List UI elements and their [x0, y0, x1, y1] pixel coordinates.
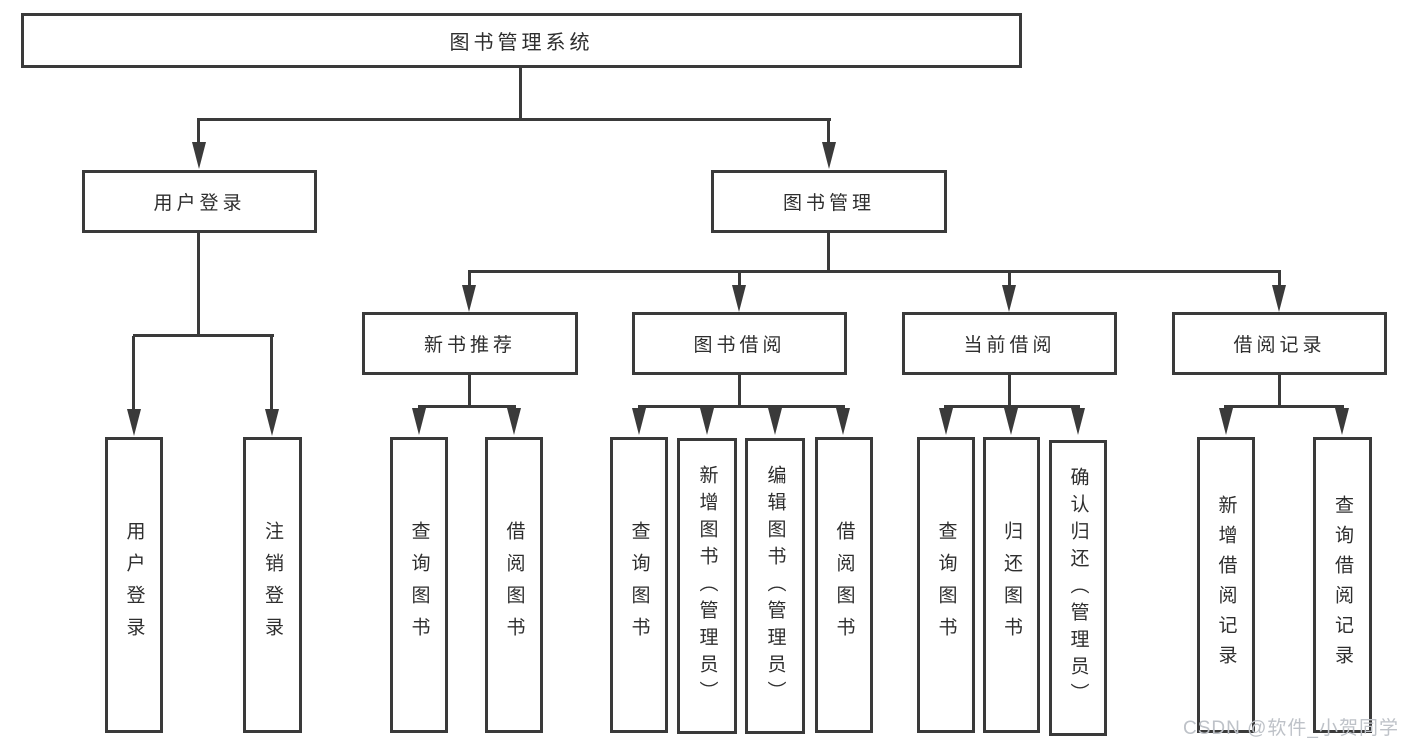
- connector-bb-stem: [738, 375, 741, 408]
- connector-arrow-shaft: [132, 336, 135, 412]
- connector-arrow-shaft: [738, 272, 741, 288]
- arrow-down-icon: [1004, 408, 1018, 435]
- leaf-br-add-record: 新增借阅记录: [1197, 437, 1255, 733]
- connector-arrow-shaft: [468, 272, 471, 288]
- arrow-down-icon: [939, 408, 953, 435]
- arrow-down-icon: [768, 408, 782, 435]
- arrow-down-icon: [265, 409, 279, 436]
- connector-br-stem: [1278, 375, 1281, 408]
- node-label: 查询图书: [408, 521, 430, 649]
- connector-cb-stem: [1008, 375, 1011, 408]
- connector-l1-bar: [197, 118, 831, 121]
- node-book-borrow: 图书借阅: [632, 312, 847, 375]
- node-user-login: 用户登录: [82, 170, 317, 233]
- node-label: 当前借阅: [963, 335, 1056, 356]
- connector-nb-bar: [418, 405, 516, 408]
- node-label: 图书借阅: [693, 335, 786, 356]
- node-label: 注销登录: [262, 521, 283, 649]
- node-label: 借阅图书: [833, 521, 855, 649]
- leaf-bb-borrow-books: 借阅图书: [815, 437, 873, 733]
- leaf-br-query-record: 查询借阅记录: [1313, 437, 1372, 733]
- arrow-down-icon: [632, 408, 646, 435]
- node-label: 新增借阅记录: [1215, 495, 1237, 675]
- node-label: 用户登录: [153, 193, 246, 214]
- leaf-cb-return-books: 归还图书: [983, 437, 1040, 733]
- leaf-logout: 注销登录: [243, 437, 302, 733]
- connector-user-login-bar: [133, 334, 274, 337]
- leaf-bb-add-books-admin: 新增图书（管理员）: [677, 438, 737, 734]
- node-label: 编辑图书（管理员）: [764, 464, 786, 708]
- node-label: 借阅图书: [503, 521, 525, 649]
- arrow-down-icon: [1335, 408, 1349, 435]
- arrow-down-icon: [462, 285, 476, 312]
- node-new-book-recommend: 新书推荐: [362, 312, 578, 375]
- connector-arrow-shaft: [1008, 272, 1011, 288]
- connector-user-login-stem: [197, 233, 200, 337]
- leaf-cb-query-books: 查询图书: [917, 437, 975, 733]
- leaf-bb-edit-books-admin: 编辑图书（管理员）: [745, 438, 805, 734]
- connector-nb-stem: [468, 375, 471, 408]
- arrow-down-icon: [700, 408, 714, 435]
- node-current-borrow: 当前借阅: [902, 312, 1117, 375]
- arrow-down-icon: [127, 409, 141, 436]
- connector-arrow-shaft: [197, 120, 200, 146]
- leaf-user-login: 用户登录: [105, 437, 163, 733]
- arrow-down-icon: [1272, 285, 1286, 312]
- node-label: 查询图书: [628, 521, 650, 649]
- connector-book-mgmt-stem: [827, 233, 830, 273]
- connector-arrow-shaft: [827, 120, 830, 146]
- csdn-watermark: CSDN @软件_小贺同学: [1183, 718, 1399, 739]
- node-label: 查询借阅记录: [1332, 495, 1353, 675]
- node-label: 图书管理: [782, 193, 875, 214]
- connector-bb-bar: [638, 405, 845, 408]
- node-label: 查询图书: [935, 521, 957, 649]
- leaf-nb-query-books: 查询图书: [390, 437, 448, 733]
- node-label: 新书推荐: [423, 335, 516, 356]
- arrow-down-icon: [822, 142, 836, 169]
- node-label: 图书管理系统: [449, 32, 594, 54]
- leaf-cb-confirm-return-admin: 确认归还（管理员）: [1049, 440, 1107, 736]
- connector-arrow-shaft: [270, 336, 273, 412]
- node-borrow-records: 借阅记录: [1172, 312, 1387, 375]
- node-label: 借阅记录: [1233, 335, 1326, 356]
- arrow-down-icon: [192, 142, 206, 169]
- arrow-down-icon: [1219, 408, 1233, 435]
- node-label: 确认归还（管理员）: [1067, 466, 1089, 710]
- connector-book-mgmt-bar: [468, 270, 1281, 273]
- node-label: 新增图书（管理员）: [696, 464, 718, 708]
- node-label: 用户登录: [123, 521, 145, 649]
- node-book-management: 图书管理: [711, 170, 947, 233]
- leaf-nb-borrow-books: 借阅图书: [485, 437, 543, 733]
- arrow-down-icon: [1071, 408, 1085, 435]
- connector-br-bar: [1224, 405, 1344, 408]
- connector-root-stem: [519, 68, 522, 121]
- connector-arrow-shaft: [1278, 272, 1281, 288]
- node-label: 归还图书: [1001, 521, 1022, 649]
- arrow-down-icon: [1002, 285, 1016, 312]
- arrow-down-icon: [507, 408, 521, 435]
- connector-cb-bar: [944, 405, 1080, 408]
- leaf-bb-query-books: 查询图书: [610, 437, 668, 733]
- arrow-down-icon: [836, 408, 850, 435]
- arrow-down-icon: [732, 285, 746, 312]
- arrow-down-icon: [412, 408, 426, 435]
- node-root-system: 图书管理系统: [21, 13, 1022, 68]
